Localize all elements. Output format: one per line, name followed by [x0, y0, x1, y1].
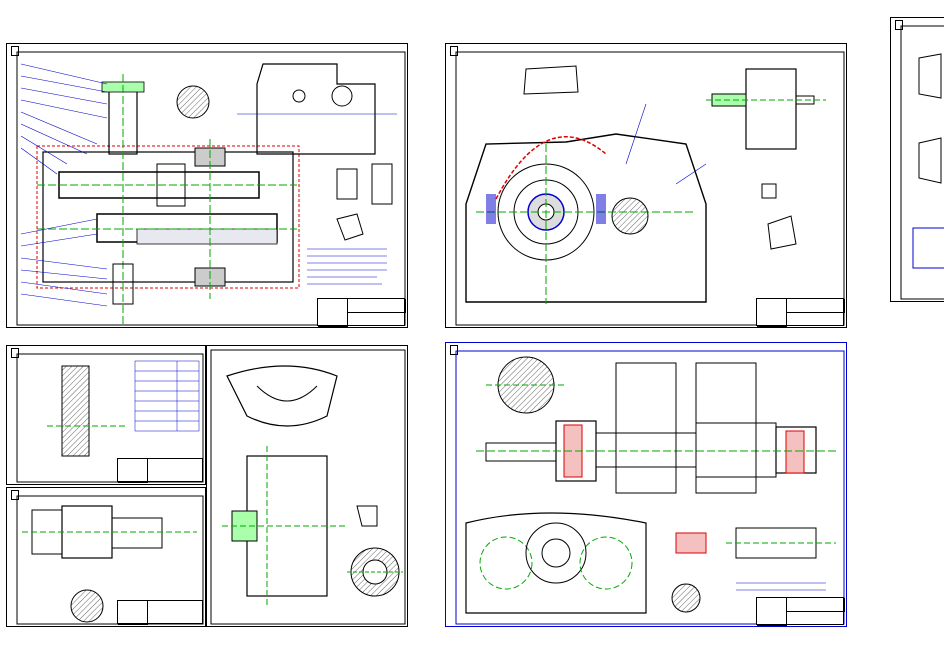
sheet-tab — [450, 46, 458, 56]
sheet-tab — [11, 490, 19, 500]
drawing-sheet-assembly-plan[interactable] — [6, 43, 408, 328]
drawing-sheet-gearbox-housing[interactable] — [445, 43, 847, 328]
sheet-tab — [11, 348, 19, 358]
drawing-sheet-partial[interactable] — [890, 17, 944, 302]
assembly-plan-drawing — [16, 51, 406, 326]
title-block — [117, 458, 203, 483]
sheet-tab — [450, 345, 458, 355]
partial-sheet-drawing — [900, 25, 944, 300]
drawing-sheet-shaft-assembly[interactable] — [445, 342, 847, 627]
shaft-detail-drawing — [16, 495, 204, 625]
shaft-assembly-drawing — [455, 350, 845, 625]
gear-detail-drawing — [16, 353, 204, 483]
drawing-sheet-shaft-detail[interactable] — [6, 487, 206, 627]
title-block — [317, 298, 406, 327]
title-block — [117, 600, 203, 625]
title-block — [756, 597, 845, 626]
pump-assembly-drawing — [210, 349, 406, 625]
title-block — [756, 298, 845, 327]
drawing-sheet-gear-detail[interactable] — [6, 345, 206, 485]
sheet-tab — [11, 46, 19, 56]
gearbox-housing-drawing — [455, 51, 845, 326]
sheet-tab — [895, 20, 903, 30]
drawing-sheet-pump-assembly[interactable] — [206, 345, 408, 627]
